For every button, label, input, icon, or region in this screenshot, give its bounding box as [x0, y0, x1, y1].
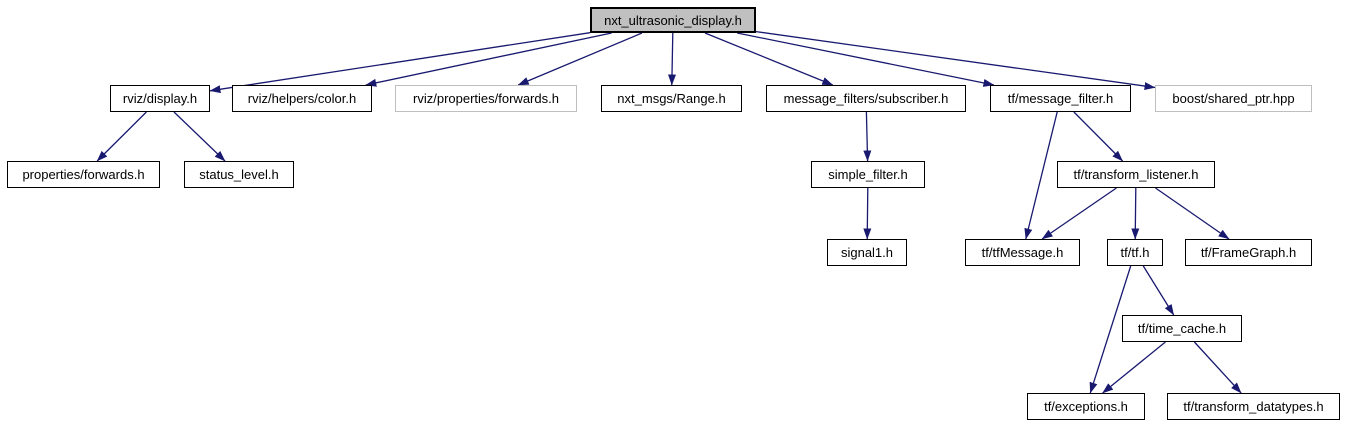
- edge-root-to-rviz_properties_forwards: [517, 32, 643, 86]
- edge-root-to-rviz_helpers_color: [365, 32, 612, 87]
- graph-node-tf_exceptions[interactable]: tf/exceptions.h: [1027, 393, 1145, 420]
- edge-mf_subscriber-to-simple_filter: [863, 111, 872, 162]
- edge-root-to-tf_message_filter: [737, 32, 995, 87]
- edge-tf_transform_listener-to-tf_framegraph: [1155, 187, 1230, 240]
- edge-tf_transform_listener-to-tf_tf: [1131, 187, 1140, 240]
- graph-node-boost_shared_ptr: boost/shared_ptr.hpp: [1155, 85, 1312, 112]
- edge-root-to-rviz_display: [209, 32, 591, 94]
- edge-root-to-boost_shared_ptr: [755, 30, 1156, 91]
- edge-tf_message_filter-to-tf_transform_listener: [1073, 111, 1124, 162]
- graph-node-mf_subscriber[interactable]: message_filters/subscriber.h: [766, 85, 966, 112]
- edge-tf_tf-to-tf_time_cache: [1142, 265, 1175, 316]
- graph-node-properties_forwards[interactable]: properties/forwards.h: [7, 161, 160, 188]
- graph-node-nxt_msgs_range[interactable]: nxt_msgs/Range.h: [601, 85, 742, 112]
- graph-node-status_level[interactable]: status_level.h: [184, 161, 294, 188]
- graph-node-tf_tf[interactable]: tf/tf.h: [1107, 239, 1163, 266]
- graph-node-rviz_display[interactable]: rviz/display.h: [110, 85, 210, 112]
- graph-node-tf_framegraph[interactable]: tf/FrameGraph.h: [1185, 239, 1312, 266]
- edge-rviz_display-to-status_level: [173, 111, 226, 162]
- graph-node-root: nxt_ultrasonic_display.h: [590, 7, 756, 33]
- edge-root-to-mf_subscriber: [704, 32, 834, 86]
- edge-tf_time_cache-to-tf_exceptions: [1102, 341, 1166, 394]
- edge-tf_time_cache-to-tf_transform_datatypes: [1193, 341, 1242, 394]
- graph-node-tf_time_cache[interactable]: tf/time_cache.h: [1122, 315, 1242, 342]
- graph-node-tf_transform_listener[interactable]: tf/transform_listener.h: [1057, 161, 1215, 188]
- graph-node-rviz_properties_forwards: rviz/properties/forwards.h: [395, 85, 577, 112]
- graph-node-simple_filter[interactable]: simple_filter.h: [811, 161, 925, 188]
- edge-tf_message_filter-to-tf_tfmessage: [1024, 111, 1058, 240]
- edge-simple_filter-to-signal1: [863, 187, 872, 240]
- edge-root-to-nxt_msgs_range: [668, 32, 677, 86]
- edge-rviz_display-to-properties_forwards: [96, 111, 147, 162]
- graph-node-tf_tfmessage[interactable]: tf/tfMessage.h: [965, 239, 1080, 266]
- graph-node-tf_message_filter[interactable]: tf/message_filter.h: [990, 85, 1131, 112]
- edge-tf_transform_listener-to-tf_tfmessage: [1041, 187, 1117, 240]
- graph-node-signal1[interactable]: signal1.h: [827, 239, 907, 266]
- graph-node-rviz_helpers_color[interactable]: rviz/helpers/color.h: [232, 85, 372, 112]
- graph-node-tf_transform_datatypes[interactable]: tf/transform_datatypes.h: [1167, 393, 1340, 420]
